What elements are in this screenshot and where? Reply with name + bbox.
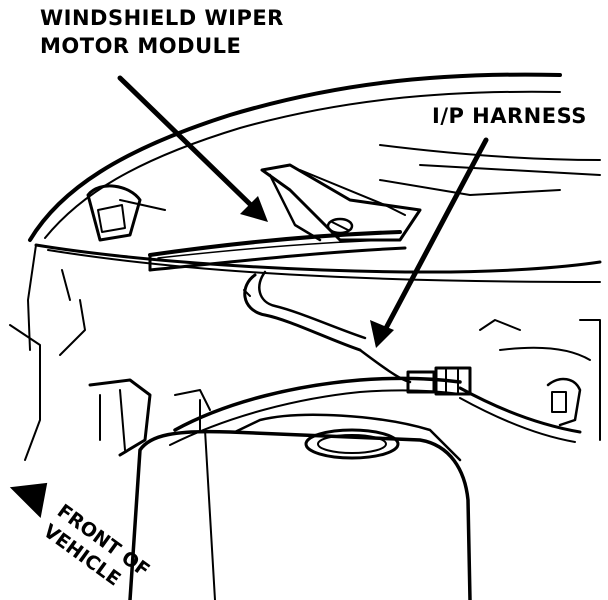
harness-loop bbox=[243, 270, 367, 352]
direction-arrow-icon bbox=[9, 482, 48, 519]
windshield-edge bbox=[28, 72, 562, 242]
cowl-panel bbox=[27, 243, 602, 356]
engine-bay-wall bbox=[9, 324, 211, 461]
wiper-linkage bbox=[148, 230, 407, 272]
wiper-motor-bracket bbox=[260, 163, 561, 242]
right-side-clip bbox=[479, 319, 601, 441]
wiper-pointer-arrow bbox=[117, 75, 268, 222]
wiper-module-label-line1: WINDSHIELD WIPER bbox=[40, 6, 284, 30]
wiper-module-label-line2: MOTOR MODULE bbox=[40, 34, 242, 58]
right-ledge bbox=[379, 144, 601, 176]
left-wiper-pivot bbox=[86, 184, 166, 242]
harness-pointer-arrow bbox=[370, 137, 489, 348]
reservoir-box bbox=[128, 413, 472, 600]
harness-connector bbox=[406, 366, 472, 396]
ip-harness-label: I/P HARNESS bbox=[432, 104, 587, 128]
